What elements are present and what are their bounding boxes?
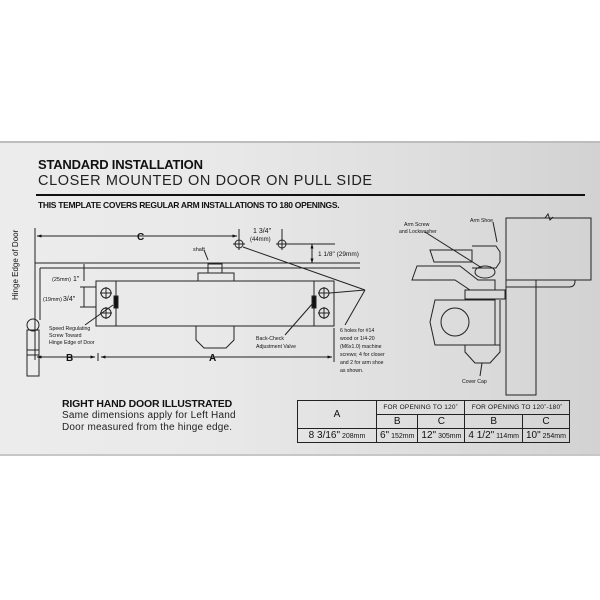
svg-text:3/4": 3/4" bbox=[63, 296, 76, 303]
group-header-120: FOR OPENING TO 120˚ bbox=[375, 400, 466, 415]
col-a-header: A bbox=[297, 400, 377, 429]
backcheck-valve-icon bbox=[311, 295, 317, 309]
svg-text:(19mm): (19mm) bbox=[43, 297, 62, 303]
svg-text:1 3/4": 1 3/4" bbox=[253, 228, 272, 235]
hinge-edge-label: Hinge Edge of Door bbox=[11, 229, 20, 300]
cell-a: 8 3/16" 208mm bbox=[297, 428, 377, 443]
svg-text:as shown.: as shown. bbox=[340, 368, 363, 374]
speed-regulating-screw-icon bbox=[113, 295, 119, 309]
cell-c1: 12" 305mm bbox=[417, 428, 466, 443]
svg-text:6 holes for #14: 6 holes for #14 bbox=[340, 328, 374, 334]
svg-text:screws; 4 for closer: screws; 4 for closer bbox=[340, 352, 385, 358]
sub-header-b1: B bbox=[375, 414, 419, 429]
svg-text:C: C bbox=[137, 232, 144, 243]
svg-text:(M6x1.0) machine: (M6x1.0) machine bbox=[340, 344, 382, 350]
sub-header-b2: B bbox=[464, 414, 523, 429]
svg-text:Screw Toward: Screw Toward bbox=[49, 333, 82, 339]
svg-text:Speed Regulating: Speed Regulating bbox=[49, 326, 90, 332]
group-header-180: FOR OPENING TO 120˚-180˚ bbox=[464, 400, 570, 415]
svg-text:wood or 1/4-20: wood or 1/4-20 bbox=[340, 336, 375, 342]
side-view-arm-assembly bbox=[411, 212, 592, 396]
table-row: 8 3/16" 208mm 6" 152mm 12" 305mm 4 1/2" … bbox=[297, 428, 570, 443]
hinge-icon bbox=[26, 318, 40, 377]
svg-text:1 1/8" (29mm): 1 1/8" (29mm) bbox=[318, 251, 359, 258]
page-subtitle: CLOSER MOUNTED ON DOOR ON PULL SIDE bbox=[38, 173, 373, 189]
page-title: STANDARD INSTALLATION bbox=[38, 157, 203, 172]
svg-text:Arm Shoe: Arm Shoe bbox=[470, 218, 493, 224]
title-divider bbox=[36, 194, 585, 196]
cell-c2: 10" 254mm bbox=[521, 428, 570, 443]
svg-text:A: A bbox=[209, 353, 216, 364]
svg-text:Cover Cap: Cover Cap bbox=[462, 379, 487, 385]
coverage-note: THIS TEMPLATE COVERS REGULAR ARM INSTALL… bbox=[38, 200, 340, 210]
sub-header-c2: C bbox=[521, 414, 570, 429]
svg-text:(25mm): (25mm) bbox=[52, 277, 71, 283]
note-title: RIGHT HAND DOOR ILLUSTRATED bbox=[62, 398, 232, 410]
note-body: Same dimensions apply for Left Hand Door… bbox=[62, 410, 236, 433]
svg-text:B: B bbox=[66, 353, 73, 364]
svg-text:Adjustment Valve: Adjustment Valve bbox=[256, 344, 296, 350]
door-closer-body bbox=[95, 263, 335, 349]
svg-text:Hinge Edge of Door: Hinge Edge of Door bbox=[49, 340, 95, 346]
svg-text:shaft: shaft bbox=[193, 247, 205, 253]
svg-text:Back-Check: Back-Check bbox=[256, 336, 284, 342]
svg-text:Arm Screw: Arm Screw bbox=[404, 222, 430, 228]
svg-text:1": 1" bbox=[73, 276, 80, 283]
cell-b1: 6" 152mm bbox=[375, 428, 419, 443]
svg-text:and Lockwasher: and Lockwasher bbox=[399, 229, 437, 235]
svg-text:(44mm): (44mm) bbox=[250, 237, 271, 243]
svg-text:and 2 for arm shoe: and 2 for arm shoe bbox=[340, 360, 384, 366]
dimensions-table: A FOR OPENING TO 120˚ FOR OPENING TO 120… bbox=[297, 400, 570, 443]
cell-b2: 4 1/2" 114mm bbox=[464, 428, 523, 443]
sub-header-c1: C bbox=[417, 414, 466, 429]
